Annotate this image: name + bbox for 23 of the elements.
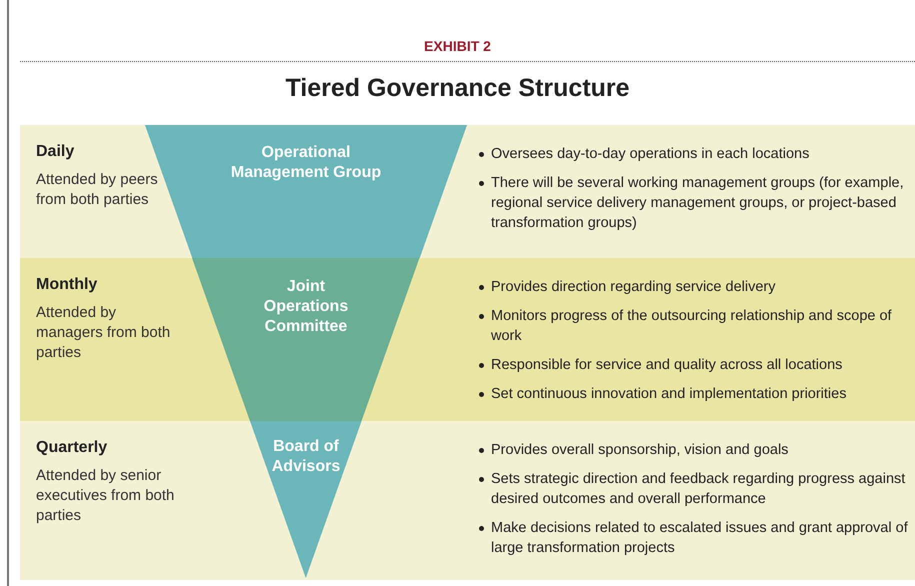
diagram-title: Tiered Governance Structure — [285, 74, 630, 102]
bullet-text: Responsible for service and quality across all locations — [491, 356, 842, 375]
bullet-text: Make decisions related to escalated issues and grant approval of large transformation projects — [491, 519, 909, 558]
tier-band — [20, 421, 915, 580]
tier-name: Board of Advisors — [270, 437, 342, 477]
tier-band — [20, 125, 915, 258]
bullet-text: Set continuous innovation and implementation priorities — [491, 385, 846, 404]
bullet-text: Oversees day-to-day operations in each locations — [491, 145, 810, 164]
exhibit-label: EXHIBIT 2 — [424, 38, 491, 54]
tier-heading: Daily — [36, 143, 76, 161]
tier-heading: Monthly — [36, 276, 98, 294]
attendance-text: Attended by senior executives from both parties — [36, 466, 176, 526]
attendance-text: Attended by managers from both parties — [36, 303, 172, 363]
bullet-text: Monitors progress of the outsourcing relationship and scope of work — [491, 307, 893, 346]
bullet-text: Provides overall sponsorship, vision and goals — [491, 441, 788, 460]
tier-band — [20, 258, 915, 421]
attendance-text: Attended by peers from both parties — [36, 170, 159, 210]
tier-name: Joint Operations Committee — [262, 277, 350, 337]
bullet-text: Provides direction regarding service delivery — [491, 278, 776, 297]
tier-name: Operational Management Group — [230, 143, 382, 183]
bullet-text: There will be several working management groups (for example, regional service delivery management groups, or project-based transformation groups) — [491, 174, 905, 233]
bullet-text: Sets strategic direction and feedback regarding progress against desired outcomes and overall performance — [491, 470, 906, 509]
tier-heading: Quarterly — [36, 439, 108, 457]
